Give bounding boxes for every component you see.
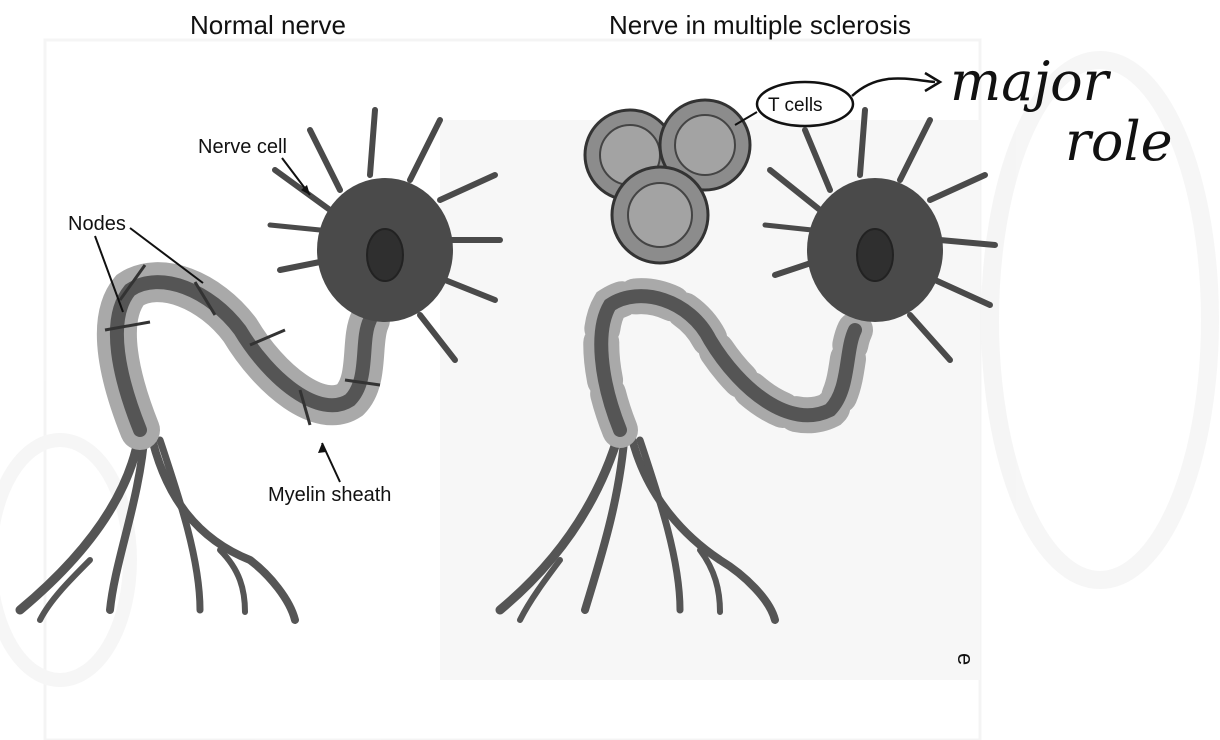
handwritten-annotation-line-2: role: [1065, 110, 1173, 173]
corner-mark: e: [953, 653, 978, 665]
normal-nerve-illustration: [20, 110, 500, 620]
normal-nerve-title: Normal nerve: [190, 10, 346, 40]
ms-nerve-title: Nerve in multiple sclerosis: [609, 10, 911, 40]
handwritten-annotation-line-1: major: [950, 50, 1112, 113]
myelin-sheath-leader: [322, 443, 340, 482]
t-cells-label: T cells: [768, 95, 823, 116]
nodes-label: Nodes: [68, 213, 126, 235]
myelin-sheath-label: Myelin sheath: [268, 484, 391, 506]
nerve-cell-label: Nerve cell: [198, 136, 287, 158]
handwritten-arrow: [852, 78, 935, 96]
